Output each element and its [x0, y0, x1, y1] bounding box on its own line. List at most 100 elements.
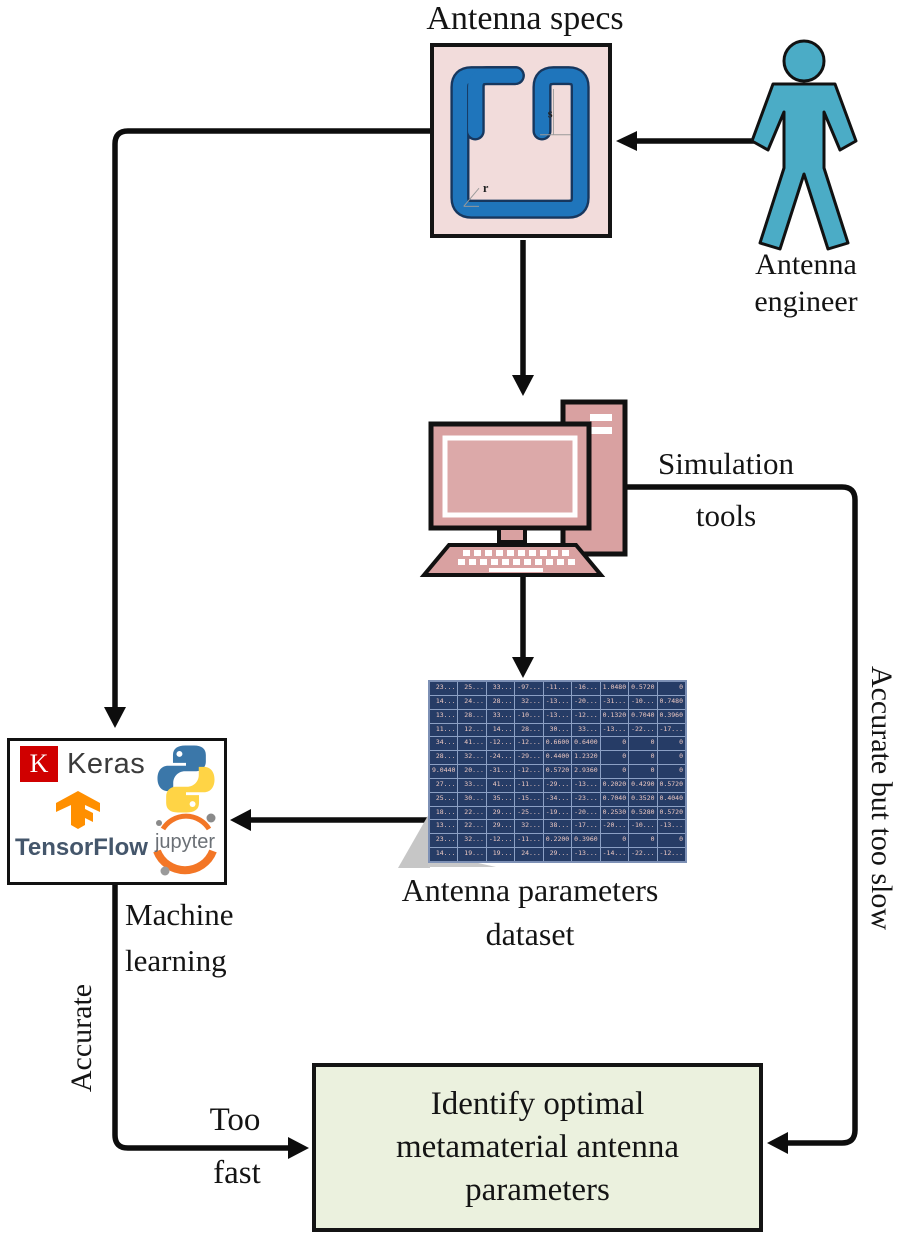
- dataset-cell: 0.7040: [629, 709, 657, 723]
- dataset-cell: 0: [629, 751, 657, 765]
- tower-vent: [590, 427, 612, 434]
- dataset-cell: -13...: [543, 695, 572, 709]
- dataset-cell: 0.5720: [629, 682, 657, 695]
- dataset-cell: -15...: [515, 792, 543, 806]
- dataset-shadow: [398, 812, 430, 868]
- dataset-cell: 0: [600, 751, 629, 765]
- dataset-cell: 18...: [430, 806, 458, 820]
- dataset-cell: 0.1320: [600, 709, 629, 723]
- dataset-cell: 33...: [486, 682, 515, 695]
- ml-label-line1: Machine: [125, 897, 234, 932]
- dataset-cell: 13...: [430, 820, 458, 834]
- dataset-cell: -12...: [486, 834, 515, 848]
- dataset-cell: 28...: [458, 709, 486, 723]
- dataset-cell: -34...: [543, 792, 572, 806]
- engineer-label-line2: engineer: [754, 285, 858, 318]
- dataset-cell: 0.5280: [629, 806, 657, 820]
- dataset-cell: 33...: [572, 723, 600, 737]
- dataset-cell: 0.5720: [657, 778, 685, 792]
- ml-label: Machine learning: [125, 892, 233, 984]
- antenna-specs-box: s r: [430, 43, 612, 238]
- dataset-cell: 41...: [458, 737, 486, 751]
- dataset-cell: 32...: [458, 834, 486, 848]
- dataset-cell: -16...: [572, 682, 600, 695]
- dataset-cell: 0.4290: [629, 778, 657, 792]
- dataset-cell: 32...: [458, 751, 486, 765]
- dataset-cell: 19...: [486, 848, 515, 861]
- tensorflow-icon: [56, 791, 100, 829]
- dataset-cell: 0: [629, 834, 657, 848]
- dataset-cell: -12...: [486, 737, 515, 751]
- dataset-cell: 29...: [486, 820, 515, 834]
- dataset-cell: -12...: [657, 848, 685, 861]
- dataset-cell: -20...: [600, 820, 629, 834]
- dataset-cell: 0: [629, 737, 657, 751]
- dataset-cell: 41...: [486, 778, 515, 792]
- dataset-cell: -25...: [515, 806, 543, 820]
- dataset-cell: -13...: [543, 709, 572, 723]
- decision-line2: metamaterial antenna: [395, 1129, 680, 1165]
- dataset-label-line2: dataset: [485, 916, 575, 952]
- dataset-cell: 24...: [458, 695, 486, 709]
- jupyter-wordmark: jupyter: [154, 831, 216, 853]
- dataset-cell: 0.3520: [629, 792, 657, 806]
- dataset-cell: 0.6600: [543, 737, 572, 751]
- dataset-cell: -20...: [572, 695, 600, 709]
- dataset-cell: 0: [600, 834, 629, 848]
- dataset-cell: 27...: [430, 778, 458, 792]
- dataset-cell: 0: [657, 751, 685, 765]
- dim-label-s: s: [548, 107, 553, 121]
- dataset-cell: -24...: [486, 751, 515, 765]
- dataset-cell: 33...: [458, 778, 486, 792]
- dataset-cell: 24...: [515, 848, 543, 861]
- dataset-cell: 0: [657, 737, 685, 751]
- dataset-cell: -31...: [600, 695, 629, 709]
- monitor-screen: [442, 435, 578, 518]
- dataset-cell: 0.7480: [657, 695, 685, 709]
- dataset-cell: 28...: [486, 695, 515, 709]
- dataset-cell: 0.2200: [543, 834, 572, 848]
- engineer-person-icon: [750, 39, 858, 251]
- dataset-cell: 0: [600, 737, 629, 751]
- diagram-title: Antenna specs: [426, 0, 624, 37]
- decision-line1: Identify optimal: [430, 1086, 645, 1122]
- dataset-cell: 0: [629, 765, 657, 778]
- dataset-cell: 0: [657, 834, 685, 848]
- dataset-cell: -13...: [572, 778, 600, 792]
- dataset-cell: 34...: [430, 737, 458, 751]
- dataset-cell: 0.5720: [543, 765, 572, 778]
- tower-vent: [590, 414, 612, 421]
- dataset-cell: 29...: [543, 848, 572, 861]
- arrow-simulation-to-dataset: [512, 572, 534, 678]
- dataset-cell: 0.4400: [543, 751, 572, 765]
- dataset-cell: 9.0440: [430, 765, 458, 778]
- dataset-cell: 30...: [458, 792, 486, 806]
- dataset-cell: -97...: [515, 682, 543, 695]
- dataset-cell: -11...: [543, 682, 572, 695]
- dataset-cell: 2.9360: [572, 765, 600, 778]
- dataset-cell: 14...: [430, 695, 458, 709]
- dataset-label-line1: Antenna parameters: [401, 872, 659, 908]
- keras-wordmark: Keras: [67, 748, 146, 780]
- dataset-cell: 0.4040: [657, 792, 685, 806]
- dataset-cell: -17...: [657, 723, 685, 737]
- dataset-cell: 32...: [515, 695, 543, 709]
- too-fast-label-line2: fast: [213, 1155, 261, 1191]
- dataset-cell: 0.3960: [657, 709, 685, 723]
- decision-box: Identify optimal metamaterial antenna pa…: [312, 1063, 763, 1232]
- jupyter-icon: jupyter: [143, 807, 227, 879]
- dataset-cell: -12...: [515, 765, 543, 778]
- dataset-cell: 0: [600, 765, 629, 778]
- dataset-cell: 35...: [486, 792, 515, 806]
- dataset-cell: -10...: [629, 695, 657, 709]
- split-ring-antenna-icon: s r: [450, 66, 590, 219]
- dataset-cell: 1.2320: [572, 751, 600, 765]
- dataset-cell: 0: [657, 765, 685, 778]
- dataset-cell: 22...: [458, 820, 486, 834]
- dataset-cell: -14...: [600, 848, 629, 861]
- dataset-cell: 33...: [486, 709, 515, 723]
- dataset-cell: 14...: [430, 848, 458, 861]
- dataset-cell: 1.0480: [600, 682, 629, 695]
